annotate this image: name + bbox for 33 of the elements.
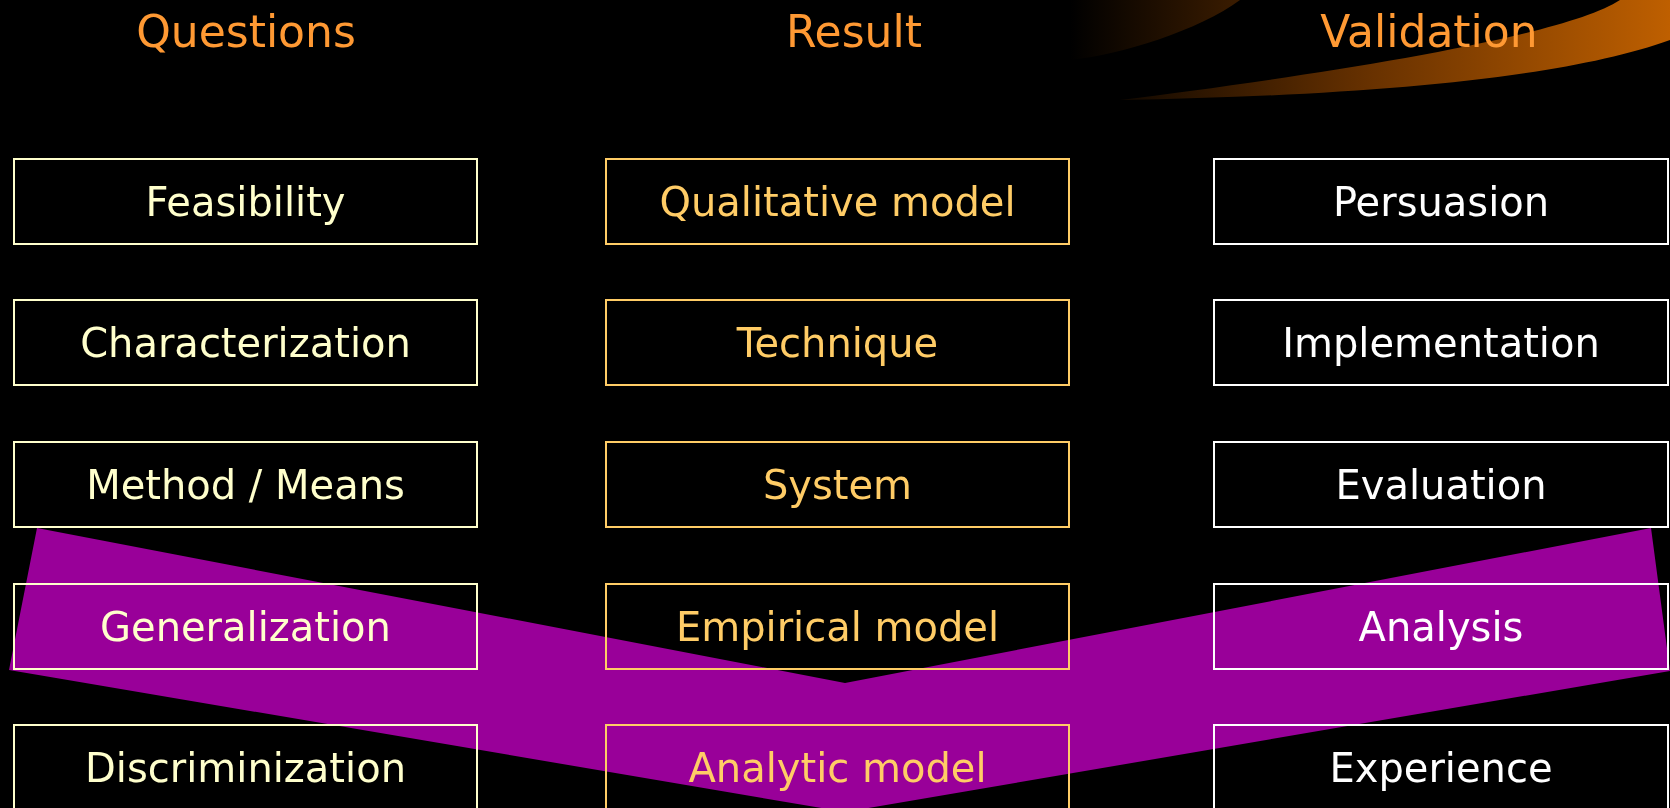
box-label: Characterization <box>80 319 411 366</box>
category-box <box>1213 299 1669 386</box>
box-label: Generalization <box>100 603 391 650</box>
category-box <box>1213 724 1669 808</box>
category-box <box>13 583 478 670</box>
box-label: Discriminization <box>85 744 406 791</box>
category-box <box>605 724 1070 808</box>
category-box <box>1213 441 1669 528</box>
box-label: System <box>762 461 913 508</box>
box-label: Persuasion <box>1332 178 1550 225</box>
category-box <box>605 158 1070 245</box>
column-heading: Questions <box>135 5 357 59</box>
box-label: Technique <box>736 319 939 366</box>
category-box <box>13 158 478 245</box>
category-box <box>605 299 1070 386</box>
category-box <box>13 441 478 528</box>
box-label: Experience <box>1329 744 1553 791</box>
column-heading: Result <box>785 5 923 59</box>
box-label: Feasibility <box>145 178 346 225</box>
category-box <box>1213 583 1669 670</box>
box-label: Analytic model <box>688 744 987 791</box>
box-label: Evaluation <box>1335 461 1547 508</box>
box-label: Implementation <box>1282 319 1600 366</box>
category-box <box>605 583 1070 670</box>
category-box <box>13 724 478 808</box>
column-heading: Validation <box>1319 5 1539 59</box>
box-label: Empirical model <box>675 603 1000 650</box>
category-box <box>13 299 478 386</box>
category-box <box>1213 158 1669 245</box>
box-label: Analysis <box>1358 603 1524 650</box>
box-label: Qualitative model <box>659 178 1016 225</box>
category-box <box>605 441 1070 528</box>
box-label: Method / Means <box>86 461 405 508</box>
